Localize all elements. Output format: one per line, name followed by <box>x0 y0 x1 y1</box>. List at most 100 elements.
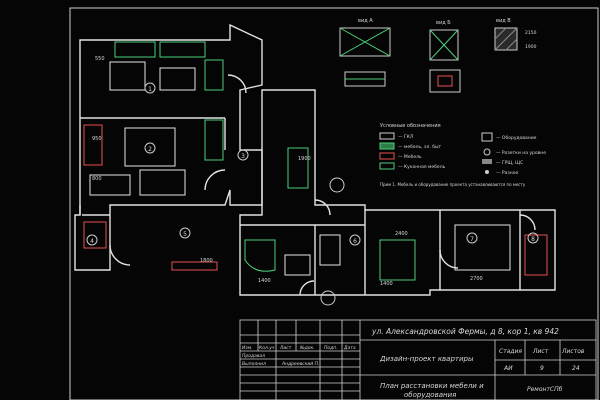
tb-address: ул. Александровской Фермы, д 8, кор 1, к… <box>371 327 559 336</box>
legend-swatch-6 <box>483 148 491 156</box>
tb-col-header-2: Кол.уч <box>259 345 275 351</box>
door-swing-2 <box>204 169 226 191</box>
room-number-3: 3 <box>241 153 245 160</box>
room-marker-2 <box>144 142 156 154</box>
room-number-6: 6 <box>353 238 357 245</box>
tb-role-2: Выполнил <box>242 361 266 367</box>
legend-swatch-5 <box>481 132 493 142</box>
bed-1 <box>124 127 176 167</box>
wall-left-block <box>74 23 263 271</box>
section-marker-a <box>329 177 345 193</box>
dim-label-1: 550 <box>95 56 105 62</box>
detail-c-dim-2: 1900 <box>525 44 537 50</box>
tb-col-header-4: №док. <box>299 345 315 351</box>
desk-1 <box>89 174 131 196</box>
dim-label-9: 1400 <box>380 281 393 287</box>
legend-item-8: — Разное <box>496 170 518 176</box>
hall-cabinet <box>287 147 309 189</box>
legend-swatch-8 <box>485 170 489 174</box>
sofa-2 <box>139 169 186 196</box>
detail-e-inner <box>437 75 453 87</box>
room-number-4: 4 <box>90 238 94 245</box>
floor-plan <box>74 23 556 296</box>
legend-note: Прим 1. Мебель и оборудование проекта ус… <box>380 182 526 187</box>
legend-swatch-7 <box>482 159 492 164</box>
dim-label-5: 800 <box>92 176 102 182</box>
bed-2 <box>454 224 511 271</box>
title-block <box>239 319 597 400</box>
legend-swatch-4 <box>379 162 395 170</box>
detail-a-frame <box>339 27 391 57</box>
tb-col-header-6: Дата <box>343 345 356 351</box>
legend-swatch-1 <box>379 132 395 140</box>
room-number-1: 1 <box>148 86 152 93</box>
legend-item-7: — ГРЩ, ЩС <box>496 160 523 166</box>
room-marker-3 <box>237 149 249 161</box>
detail-c-hatch <box>494 27 518 51</box>
room-markers: 1 2 3 4 5 6 7 8 <box>86 82 539 246</box>
legend: Условные обозначения — ГКЛ — мебель, эл.… <box>379 123 546 187</box>
tb-sheet-label: Лист <box>532 348 549 355</box>
wardrobe-3 <box>379 239 416 281</box>
legend-item-4: — Кухонная мебель <box>398 164 446 170</box>
dim-label-6: 950 <box>92 136 102 142</box>
fridge <box>204 59 224 91</box>
tb-col-header-5: Подп. <box>324 345 338 351</box>
detail-b-cross-2 <box>429 29 459 61</box>
tb-col-header-1: Изм. <box>242 345 253 351</box>
tb-role-1: Продавал <box>242 353 265 359</box>
detail-c-dim-1: 2150 <box>525 30 537 36</box>
tb-sheet-value: 9 <box>540 365 544 372</box>
tb-sheets-label: Листов <box>561 348 585 355</box>
door-swing-3 <box>109 244 131 266</box>
sheet-frame <box>69 7 599 400</box>
wardrobe-2 <box>83 221 107 249</box>
room-number-8: 8 <box>531 236 535 243</box>
room-marker-6 <box>349 234 361 246</box>
sofa-1 <box>159 67 196 91</box>
wardrobe-1 <box>83 124 103 166</box>
room-number-7: 7 <box>470 236 474 243</box>
dim-label-8: 2700 <box>470 276 483 282</box>
dim-label-2: 1800 <box>200 258 213 264</box>
dim-label-4: 2400 <box>395 231 408 237</box>
legend-item-5: — Оборудование <box>496 135 537 141</box>
legend-item-6: — Розетки на уровне <box>496 150 546 156</box>
legend-item-1: — ГКЛ <box>398 134 413 140</box>
tb-project: Дизайн-проект квартиры <box>379 355 474 363</box>
section-markers <box>320 177 345 306</box>
tb-sheet-title-1: План расстановки мебели и <box>380 382 484 390</box>
door-swing-7 <box>299 280 315 296</box>
kitchen-counter <box>114 41 156 58</box>
tb-stage-label: Стадия <box>499 348 522 355</box>
tv-unit <box>171 261 218 271</box>
door-swing-6 <box>519 214 536 231</box>
room-marker-4 <box>86 234 98 246</box>
room-marker-1 <box>144 82 156 94</box>
detail-b-frame <box>429 29 459 61</box>
shelving-1 <box>204 119 224 161</box>
room-marker-7 <box>466 232 478 244</box>
detail-views: вид А вид Б вид В 2150 1900 <box>339 18 537 93</box>
door-swing-4 <box>314 199 331 216</box>
door-swing-1 <box>227 74 247 94</box>
tb-col-header-3: Лист <box>279 345 292 351</box>
tb-sheets-value: 24 <box>572 365 580 372</box>
plan-dimensions: 550 1800 1400 2400 800 950 1900 2700 140… <box>92 56 483 287</box>
room-number-2: 2 <box>148 146 152 153</box>
bathtub <box>244 239 276 272</box>
room-marker-8 <box>527 232 539 244</box>
legend-item-2: — мебель, эл. быт <box>398 144 442 150</box>
detail-e-frame <box>429 69 461 93</box>
detail-a-label: вид А <box>358 18 373 24</box>
toilet <box>319 234 341 266</box>
washbasin <box>284 254 311 276</box>
legend-title: Условные обозначения <box>380 123 441 129</box>
furniture <box>83 41 548 281</box>
detail-b-label: вид Б <box>436 20 451 26</box>
legend-item-3: — Мебель <box>398 154 422 160</box>
room-marker-5 <box>179 227 191 239</box>
wardrobe-4 <box>524 234 548 276</box>
dim-label-7: 1900 <box>298 156 311 162</box>
